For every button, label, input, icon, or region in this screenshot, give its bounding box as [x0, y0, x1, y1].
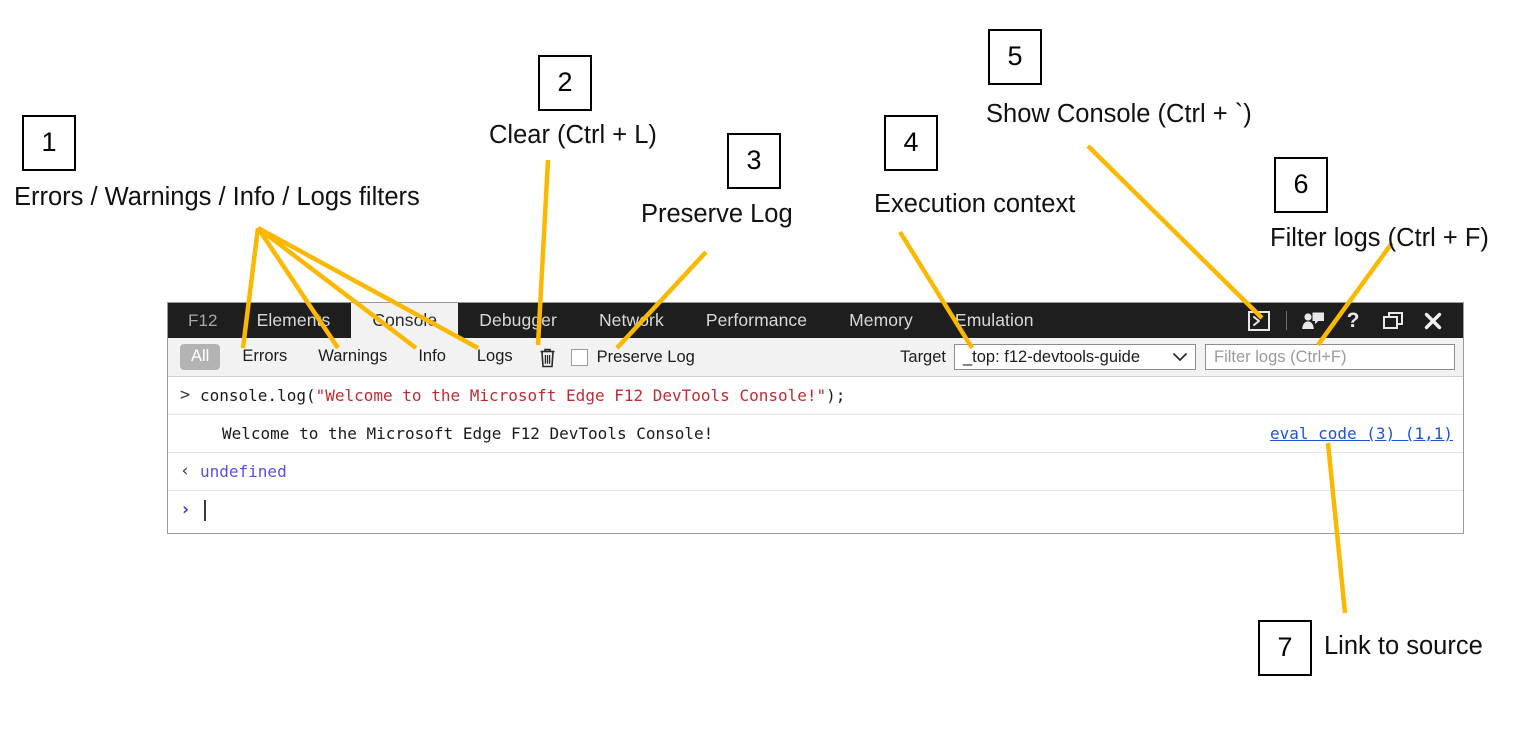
- console-prompt-row[interactable]: ›: [168, 491, 1463, 529]
- execution-context-value: _top: f12-devtools-guide: [963, 347, 1141, 366]
- trash-icon[interactable]: [535, 344, 561, 370]
- code-string: "Welcome to the Microsoft Edge F12 DevTo…: [315, 386, 827, 405]
- preserve-log-label: Preserve Log: [596, 347, 695, 366]
- console-prompt-input[interactable]: [200, 499, 206, 521]
- execution-context-select[interactable]: _top: f12-devtools-guide: [954, 344, 1196, 370]
- callout-5-label: Show Console (Ctrl + `): [986, 100, 1252, 128]
- console-toolbar: All Errors Warnings Info Logs Preserve L…: [168, 338, 1463, 377]
- preserve-log-checkbox[interactable]: [570, 348, 588, 366]
- tab-debugger[interactable]: Debugger: [479, 310, 557, 330]
- result-gutter-icon: ‹: [180, 461, 191, 481]
- callout-7-label: Link to source: [1324, 632, 1483, 660]
- chevron-down-icon: [1172, 348, 1188, 367]
- toolbar-divider: [1279, 303, 1293, 338]
- code-prefix: console.log(: [200, 386, 316, 405]
- filter-all-button[interactable]: All: [180, 344, 221, 370]
- callout-7-number: 7: [1258, 620, 1312, 676]
- preserve-log-control[interactable]: Preserve Log: [570, 347, 695, 367]
- filter-logs-input[interactable]: Filter logs (Ctrl+F): [1205, 344, 1455, 370]
- callout-5-number: 5: [988, 29, 1042, 85]
- filter-logs-placeholder: Filter logs (Ctrl+F): [1214, 347, 1347, 366]
- show-console-icon[interactable]: [1239, 303, 1279, 338]
- leader-line-5: [1086, 144, 1264, 320]
- callout-3-number: 3: [727, 133, 781, 189]
- callout-6-number: 6: [1274, 157, 1328, 213]
- feedback-icon[interactable]: [1293, 303, 1333, 338]
- callout-1-label: Errors / Warnings / Info / Logs filters: [14, 183, 420, 211]
- tabstrip-spacer: [1055, 303, 1239, 338]
- console-output-area[interactable]: > console.log("Welcome to the Microsoft …: [168, 377, 1463, 529]
- filter-errors-button[interactable]: Errors: [242, 347, 288, 366]
- callout-1-number: 1: [22, 115, 76, 171]
- filter-logs-button[interactable]: Logs: [476, 347, 513, 366]
- console-result-row: ‹ undefined: [168, 453, 1463, 491]
- callout-3-label: Preserve Log: [641, 200, 793, 228]
- tab-network[interactable]: Network: [598, 310, 664, 330]
- target-label: Target: [900, 347, 946, 366]
- callout-2-number: 2: [538, 55, 592, 111]
- tab-console[interactable]: Console: [351, 303, 459, 338]
- tab-f12-brand: F12: [188, 310, 218, 330]
- tab-elements[interactable]: Elements: [256, 310, 331, 330]
- input-gutter-icon: >: [180, 385, 191, 405]
- callout-4-label: Execution context: [874, 190, 1076, 218]
- console-message-text: Welcome to the Microsoft Edge F12 DevToo…: [222, 424, 714, 443]
- tab-emulation[interactable]: Emulation: [954, 310, 1034, 330]
- source-link[interactable]: eval code (3) (1,1): [1269, 424, 1453, 443]
- devtools-tabstrip: F12 Elements Console Debugger Network Pe…: [168, 303, 1463, 338]
- tab-performance[interactable]: Performance: [705, 310, 808, 330]
- prompt-gutter-icon: ›: [180, 499, 191, 520]
- filter-info-button[interactable]: Info: [418, 347, 446, 366]
- filter-warnings-button[interactable]: Warnings: [318, 347, 388, 366]
- console-result-value: undefined: [200, 462, 287, 481]
- undock-icon[interactable]: [1373, 303, 1413, 338]
- console-input-row: > console.log("Welcome to the Microsoft …: [168, 377, 1463, 415]
- devtools-window: F12 Elements Console Debugger Network Pe…: [167, 302, 1464, 534]
- devtools-tool-icons: ?: [1239, 303, 1463, 338]
- console-message-row: Welcome to the Microsoft Edge F12 DevToo…: [168, 415, 1463, 453]
- console-input-code: console.log("Welcome to the Microsoft Ed…: [200, 386, 845, 405]
- code-suffix: );: [826, 386, 846, 405]
- text-caret: [204, 499, 206, 521]
- callout-2-label: Clear (Ctrl + L): [489, 121, 657, 149]
- callout-4-number: 4: [884, 115, 938, 171]
- help-icon[interactable]: ?: [1346, 308, 1360, 332]
- close-icon[interactable]: [1413, 303, 1453, 338]
- callout-6-label: Filter logs (Ctrl + F): [1270, 224, 1489, 252]
- tab-memory[interactable]: Memory: [849, 310, 913, 330]
